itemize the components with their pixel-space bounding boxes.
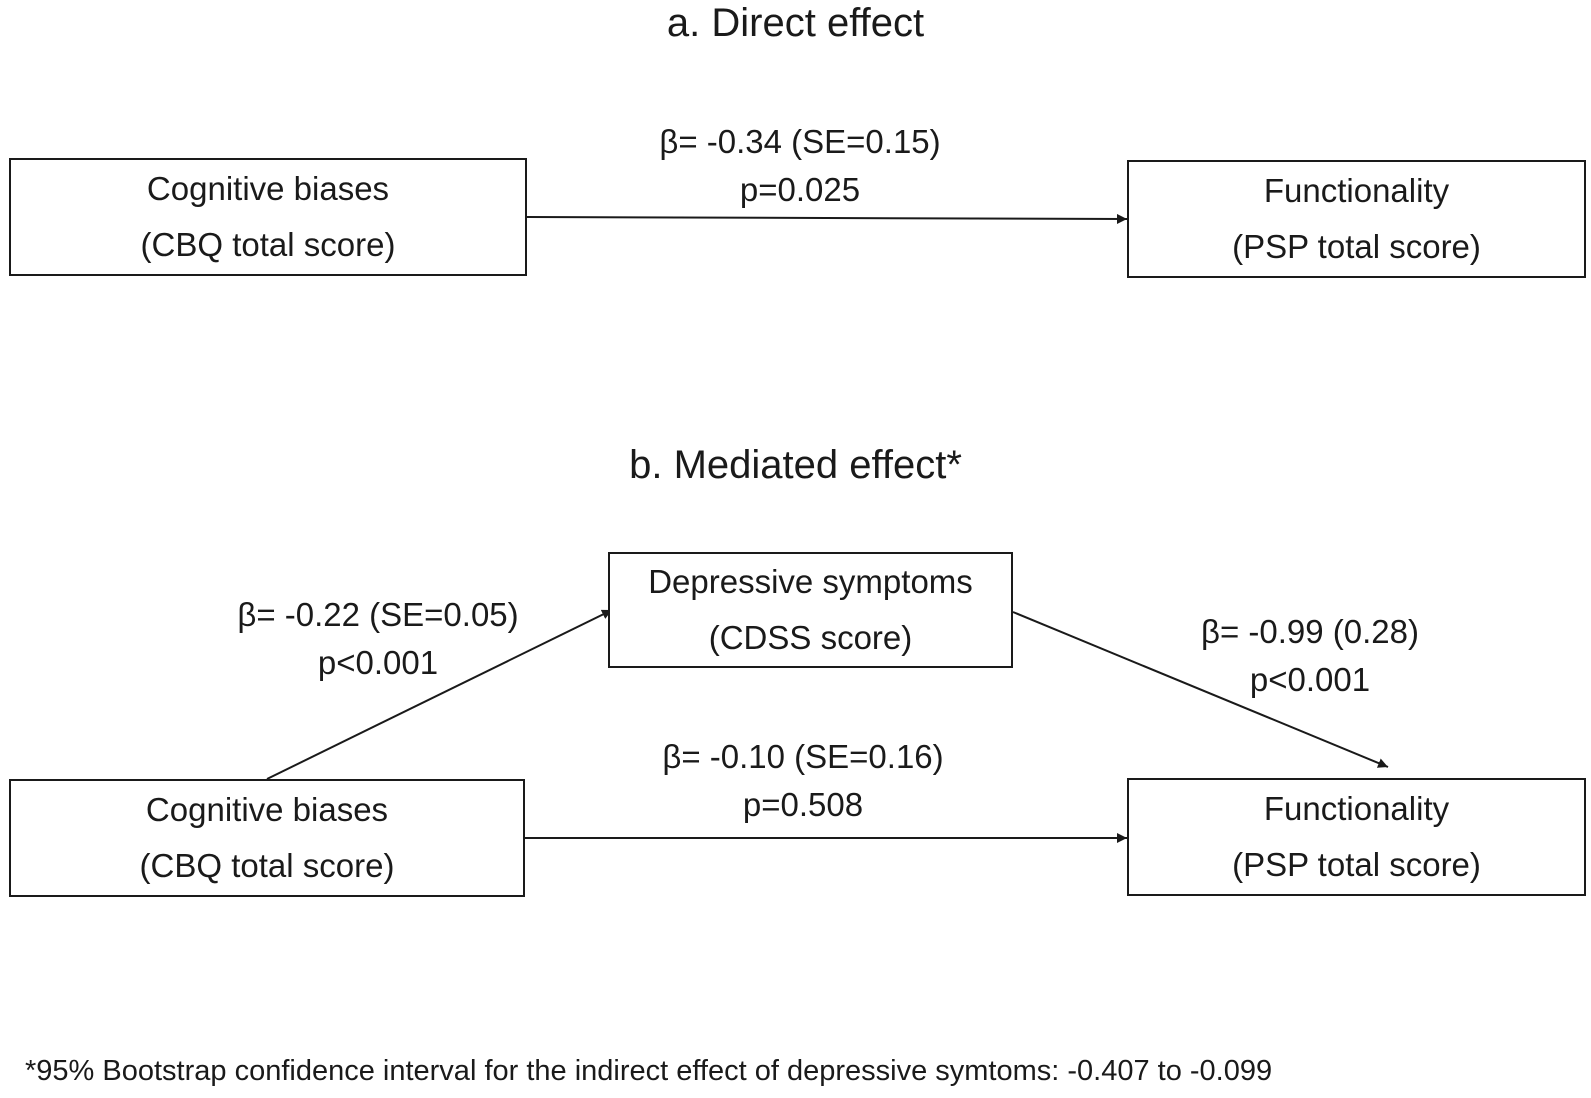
panel-b-path-a-label: β= -0.22 (SE=0.05) p<0.001 [178,591,578,687]
footnote: *95% Bootstrap confidence interval for t… [25,1055,1273,1087]
panel-b-functionality-box: Functionality (PSP total score) [1127,778,1586,896]
panel-b-path-c-label: β= -0.10 (SE=0.16) p=0.508 [603,733,1003,829]
panel-b-depressive-symptoms-box: Depressive symptoms (CDSS score) [608,552,1013,668]
box-sublabel: (PSP total score) [1232,228,1481,265]
coefficient: β= -0.10 (SE=0.16) [662,738,944,775]
box-label: Depressive symptoms [648,563,973,600]
p-value: p=0.508 [742,786,864,823]
panel-b-path-b-label: β= -0.99 (0.28) p<0.001 [1110,608,1510,704]
box-label: Functionality [1263,790,1450,827]
arrow-path-a [266,609,613,780]
box-label: Cognitive biases [145,791,389,828]
box-sublabel: (CDSS score) [708,619,913,656]
box-label: Cognitive biases [146,170,390,207]
coefficient: β= -0.99 (0.28) [1200,613,1419,650]
coefficient: β= -0.34 (SE=0.15) [659,123,941,160]
box-sublabel: (CBQ total score) [139,847,395,884]
panel-a-cognitive-biases-box: Cognitive biases (CBQ total score) [9,158,527,276]
p-value: p=0.025 [739,171,861,208]
panel-a-direct-path-label: β= -0.34 (SE=0.15) p=0.025 [600,118,1000,214]
box-label: Functionality [1263,172,1450,209]
arrow-path-b [1012,611,1389,768]
panel-a-title: a. Direct effect [666,1,925,45]
panel-a-functionality-box: Functionality (PSP total score) [1127,160,1586,278]
coefficient: β= -0.22 (SE=0.05) [237,596,519,633]
panel-b-title: b. Mediated effect* [629,443,962,487]
panel-b-cognitive-biases-box: Cognitive biases (CBQ total score) [9,779,525,897]
p-value: p<0.001 [1249,661,1371,698]
box-sublabel: (PSP total score) [1232,846,1481,883]
p-value: p<0.001 [317,644,439,681]
arrow-direct-effect [526,213,1128,224]
box-sublabel: (CBQ total score) [140,226,396,263]
